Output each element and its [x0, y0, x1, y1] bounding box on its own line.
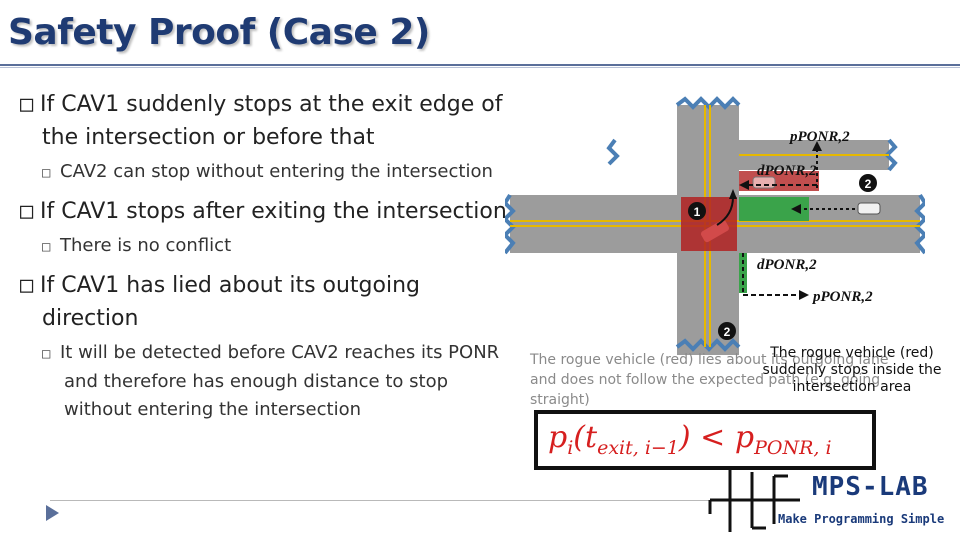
slide-title: Safety Proof (Case 2): [8, 12, 430, 53]
rogue-caption: The rogue vehicle (red) suddenly stops i…: [762, 345, 942, 395]
sub-bullet-3: □ It will be detected before CAV2 reaches…: [42, 339, 510, 424]
p-ponr-top-arrowhead-icon: [812, 141, 822, 151]
bullet-2-text: If CAV1 stops after exiting the intersec…: [40, 199, 507, 224]
formula-t-sub: exit, i−1: [597, 437, 679, 459]
upper-left-edge-cut: [606, 138, 620, 166]
mps-lab-logo: MPS-LAB Make Programming Simple: [690, 462, 960, 540]
sub-bullet-marker-icon: □: [42, 346, 51, 362]
sub-bullet-1: □ CAV2 can stop without entering the inte…: [42, 158, 510, 187]
sub-bullet-1-text: CAV2 can stop without entering the inter…: [60, 161, 493, 182]
left-edge-cut: [505, 193, 516, 255]
formula-p: p: [548, 420, 568, 455]
turn-arrowhead-icon: [729, 189, 737, 199]
sub-bullet-marker-icon: □: [42, 165, 51, 181]
bullet-1: □If CAV1 suddenly stops at the exit edge…: [20, 88, 510, 154]
dotted-path-arrowhead-icon: [791, 204, 801, 214]
p-ponr-bottom-label: pPONR,2: [811, 289, 873, 305]
title-underline-thin: [0, 67, 960, 68]
vehicle-2-label: 2: [865, 177, 872, 191]
sub-bullet-marker-icon: □: [42, 239, 51, 255]
formula: pi(texit, i−1) < pPONR, i: [548, 420, 832, 459]
d-ponr-bottom-label: dPONR,2: [757, 257, 817, 273]
p-ponr-bottom-arrowhead-icon: [799, 290, 809, 300]
sub-bullet-2-text: There is no conflict: [60, 235, 232, 256]
bottom-edge-cut: [675, 338, 741, 352]
bullet-3-text: If CAV1 has lied about its outgoing dire…: [40, 273, 421, 331]
bullet-2: □If CAV1 stops after exiting the interse…: [20, 195, 510, 228]
formula-box: pi(texit, i−1) < pPONR, i: [534, 410, 876, 470]
bullet-marker-icon: □: [20, 199, 34, 224]
formula-rhs-sub: PONR, i: [754, 437, 832, 459]
bullet-marker-icon: □: [20, 92, 34, 117]
circuit-logo-icon: [708, 466, 800, 532]
footer-rule: [50, 500, 740, 501]
partial-marker-icon: [718, 322, 736, 340]
sub-bullet-2: □ There is no conflict: [42, 232, 510, 261]
intersection-diagram: 1 2 2 pPONR,2 dPONR,2 dPONR,2 pPONR,2: [505, 96, 925, 355]
formula-open-paren: (: [573, 420, 586, 455]
bullet-3: □If CAV1 has lied about its outgoing dir…: [20, 269, 510, 335]
d-ponr-top-label: dPONR,2: [757, 163, 817, 179]
right-edge-cut: [914, 193, 925, 255]
car-2-icon: [857, 202, 881, 215]
rogue-car-icon: [700, 219, 730, 243]
vertical-safe-strip: [739, 253, 747, 293]
formula-t: t: [585, 420, 598, 455]
d-ponr-top-arrowhead-icon: [739, 180, 749, 190]
sub-bullet-3-text: It will be detected before CAV2 reaches …: [60, 342, 500, 420]
title-underline: [0, 64, 960, 66]
vehicle-2-marker-icon: [859, 174, 877, 192]
vehicle-1-label: 1: [694, 205, 701, 219]
partial-marker-label: 2: [724, 325, 731, 339]
bullet-list: □If CAV1 suddenly stops at the exit edge…: [20, 88, 510, 432]
formula-operator: <: [690, 420, 735, 455]
bullet-marker-icon: □: [20, 273, 34, 298]
logo-name: MPS-LAB: [812, 472, 929, 502]
grey-caption: The rogue vehicle (red) lies about its o…: [530, 352, 889, 408]
p-ponr-top-label: pPONR,2: [788, 129, 850, 145]
formula-p-sub: i: [567, 437, 574, 459]
formula-rhs: p: [734, 420, 755, 455]
turn-arrow-icon: [716, 196, 734, 226]
conflict-zone: [681, 197, 737, 251]
vehicle-1-marker-icon: [688, 202, 706, 220]
formula-close-paren: ): [678, 420, 691, 455]
logo-tagline: Make Programming Simple: [778, 512, 945, 526]
play-icon[interactable]: [46, 505, 59, 521]
bullet-1-text: If CAV1 suddenly stops at the exit edge …: [40, 92, 503, 150]
